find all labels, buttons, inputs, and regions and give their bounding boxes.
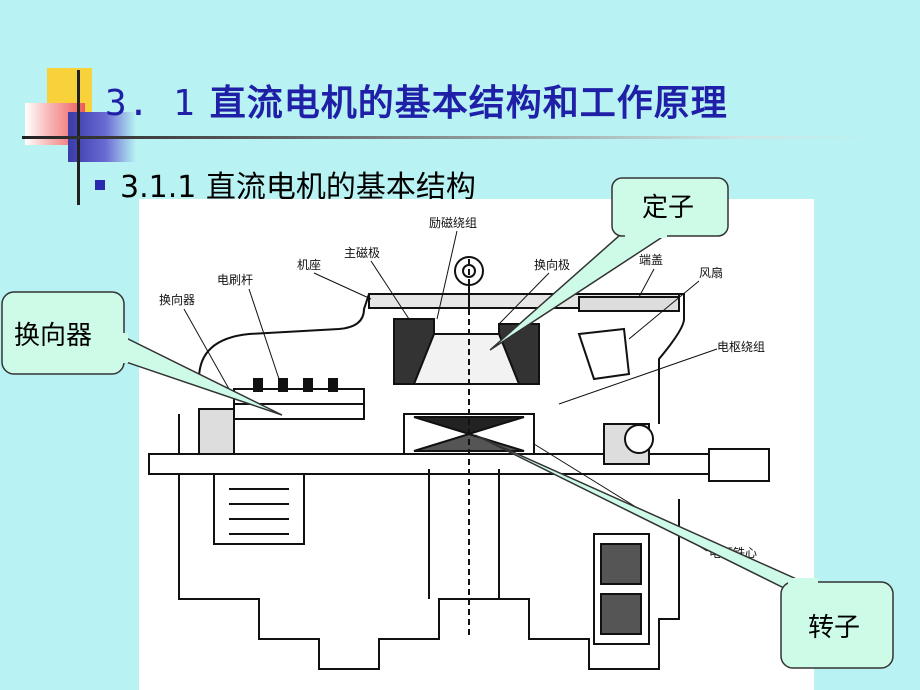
label-end-cover: 端盖: [639, 253, 663, 267]
vent-panel: [213, 473, 305, 545]
brush-segments: [253, 378, 338, 392]
core-hatching: [413, 416, 525, 436]
end-cover: [578, 296, 680, 312]
label-frame: 机座: [297, 257, 321, 272]
label-brush-rod: 电刷杆: [217, 273, 253, 287]
callout-commutator: 换向器: [1, 291, 283, 416]
label-commutator-part: 换向器: [159, 292, 195, 307]
label-commutating-pole: 换向极: [534, 257, 570, 272]
label-armature-winding: 电枢绕组: [717, 339, 765, 354]
fan-blade: [577, 327, 631, 381]
slide-title-text: 直流电机的基本结构和工作原理: [209, 83, 728, 124]
label-fan: 风扇: [699, 265, 723, 280]
housing-outline: [198, 293, 685, 424]
motor-diagram-svg: 励磁绕组 主磁极 机座 电刷杆 换向器 换向极 端盖 风扇 电枢绕组 电枢铁心: [148, 215, 770, 670]
center-support: [428, 469, 500, 599]
title-underline: [22, 136, 872, 139]
label-excitation-winding: 励磁绕组: [429, 215, 477, 230]
shaft-end: [708, 448, 770, 482]
callout-rotor-text: 转子: [808, 613, 860, 643]
callout-rotor: 转子: [474, 434, 894, 669]
base: [178, 499, 680, 670]
callout-stator-text: 定子: [642, 193, 694, 223]
pole-shoe: [412, 333, 521, 385]
bullet-square: [95, 180, 105, 190]
callout-commutator-text: 换向器: [14, 321, 92, 351]
label-main-pole: 主磁极: [344, 245, 380, 260]
fan-hatching-2: [600, 593, 642, 635]
callout-stator: 定子: [489, 177, 729, 351]
slide-title: 3. 1 直流电机的基本结构和工作原理: [105, 74, 728, 126]
slide-title-number: 3. 1: [105, 83, 196, 124]
fan-hatching-1: [600, 543, 642, 585]
bearing-left: [198, 408, 235, 455]
motor-diagram: 励磁绕组 主磁极 机座 电刷杆 换向器 换向极 端盖 风扇 电枢绕组 电枢铁心: [139, 199, 814, 690]
